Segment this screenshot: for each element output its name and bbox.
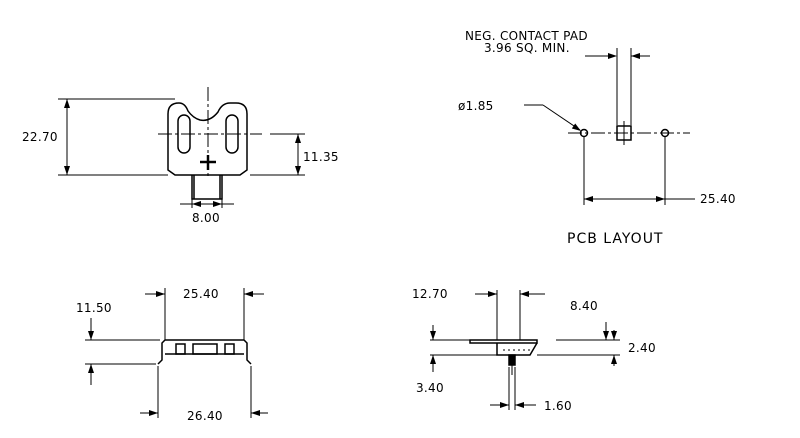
holder-side-outline [469, 339, 538, 344]
front-top-width-label: 25.40 [183, 287, 219, 301]
side-top-width-label: 12.70 [412, 287, 448, 301]
hole-diameter-label: ø1.85 [458, 99, 494, 113]
holder-top-outline [167, 102, 248, 176]
side-offset-label: 8.40 [570, 299, 598, 313]
hole-spacing-label: 25.40 [700, 192, 736, 206]
pcb-layout-view: NEG. CONTACT PAD 3.96 SQ. MIN. ø1.85 25.… [458, 29, 736, 247]
front-bottom-width-label: 26.40 [187, 409, 223, 423]
side-body-height-label: 3.40 [416, 381, 444, 395]
front-view: 25.40 11.50 26.40 [76, 287, 268, 423]
side-pin [508, 354, 516, 366]
pcb-layout-title: PCB LAYOUT [567, 231, 664, 247]
top-view: 22.70 11.35 8.00 [22, 87, 339, 225]
side-thickness-label: 2.40 [628, 341, 656, 355]
holder-front-outline [157, 339, 252, 365]
height-dimension-label: 22.70 [22, 130, 58, 144]
pad-note-line2: 3.96 SQ. MIN. [484, 41, 570, 55]
holder-tab-outline [191, 175, 223, 200]
pad-note-line1: NEG. CONTACT PAD [465, 29, 588, 43]
side-pin-width-label: 1.60 [544, 399, 572, 413]
tab-width-dimension-label: 8.00 [192, 211, 220, 225]
half-height-dimension-label: 11.35 [303, 150, 339, 164]
left-hole [579, 128, 589, 138]
right-hole [660, 128, 670, 138]
front-height-label: 11.50 [76, 301, 112, 315]
side-view: 12.70 8.40 2.40 3.40 1.6 [412, 287, 656, 413]
